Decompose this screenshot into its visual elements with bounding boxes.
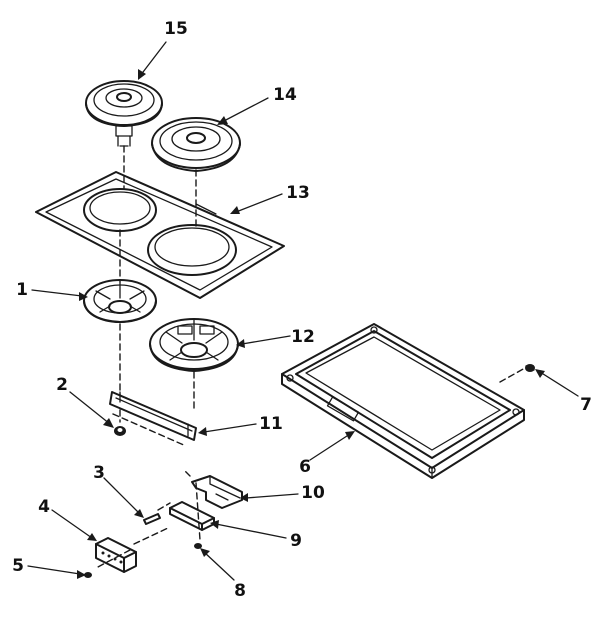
screw	[84, 572, 92, 578]
callout-15: 15	[164, 19, 188, 39]
callout-13: 13	[286, 183, 310, 203]
insulator	[169, 501, 215, 531]
support-bracket	[109, 391, 197, 441]
burner-bowl-small	[83, 279, 157, 323]
callout-labels: 15 14 13 1 12 2 11 6 7 3 10 4 9 5 8	[12, 19, 592, 601]
nut	[114, 426, 126, 436]
burner-bowl-large	[149, 318, 239, 372]
callout-6: 6	[299, 457, 311, 477]
callout-2: 2	[56, 375, 68, 395]
terminal-block	[95, 537, 137, 573]
bracket	[191, 475, 243, 509]
surface-element-large	[151, 117, 241, 172]
surface-element-small	[85, 80, 163, 147]
callout-11: 11	[259, 414, 283, 434]
callout-8: 8	[234, 581, 246, 601]
screw-small	[194, 543, 202, 549]
callout-5: 5	[12, 556, 24, 576]
mounting-screw	[525, 364, 535, 372]
pin	[143, 513, 161, 525]
cooktop-frame	[35, 171, 285, 299]
callout-7: 7	[580, 395, 592, 415]
callout-3: 3	[93, 463, 105, 483]
leader-lines	[27, 41, 579, 581]
callout-4: 4	[38, 497, 50, 517]
callout-1: 1	[16, 280, 28, 300]
drip-pan-tray	[281, 323, 525, 479]
callout-9: 9	[290, 531, 302, 551]
callout-12: 12	[291, 327, 315, 347]
callout-10: 10	[301, 483, 325, 503]
callout-14: 14	[273, 85, 297, 105]
assembly-lines	[95, 145, 526, 569]
